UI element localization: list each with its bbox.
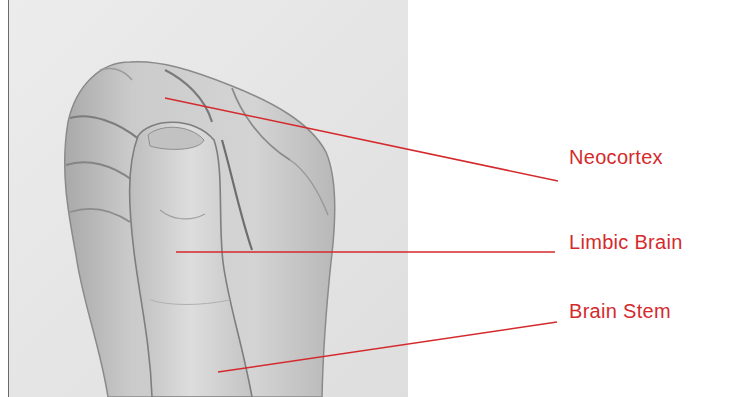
part-label: Brain Stem (569, 299, 671, 323)
part-label: Limbic Brain (569, 230, 683, 254)
photo-edge (8, 0, 9, 397)
leader-line (176, 251, 555, 253)
fist-drawing (65, 62, 335, 397)
leader-line (165, 98, 558, 181)
leader-lines (165, 98, 558, 372)
photo-background (8, 0, 408, 397)
part-label: Neocortex (569, 145, 663, 169)
leader-line (218, 322, 557, 372)
